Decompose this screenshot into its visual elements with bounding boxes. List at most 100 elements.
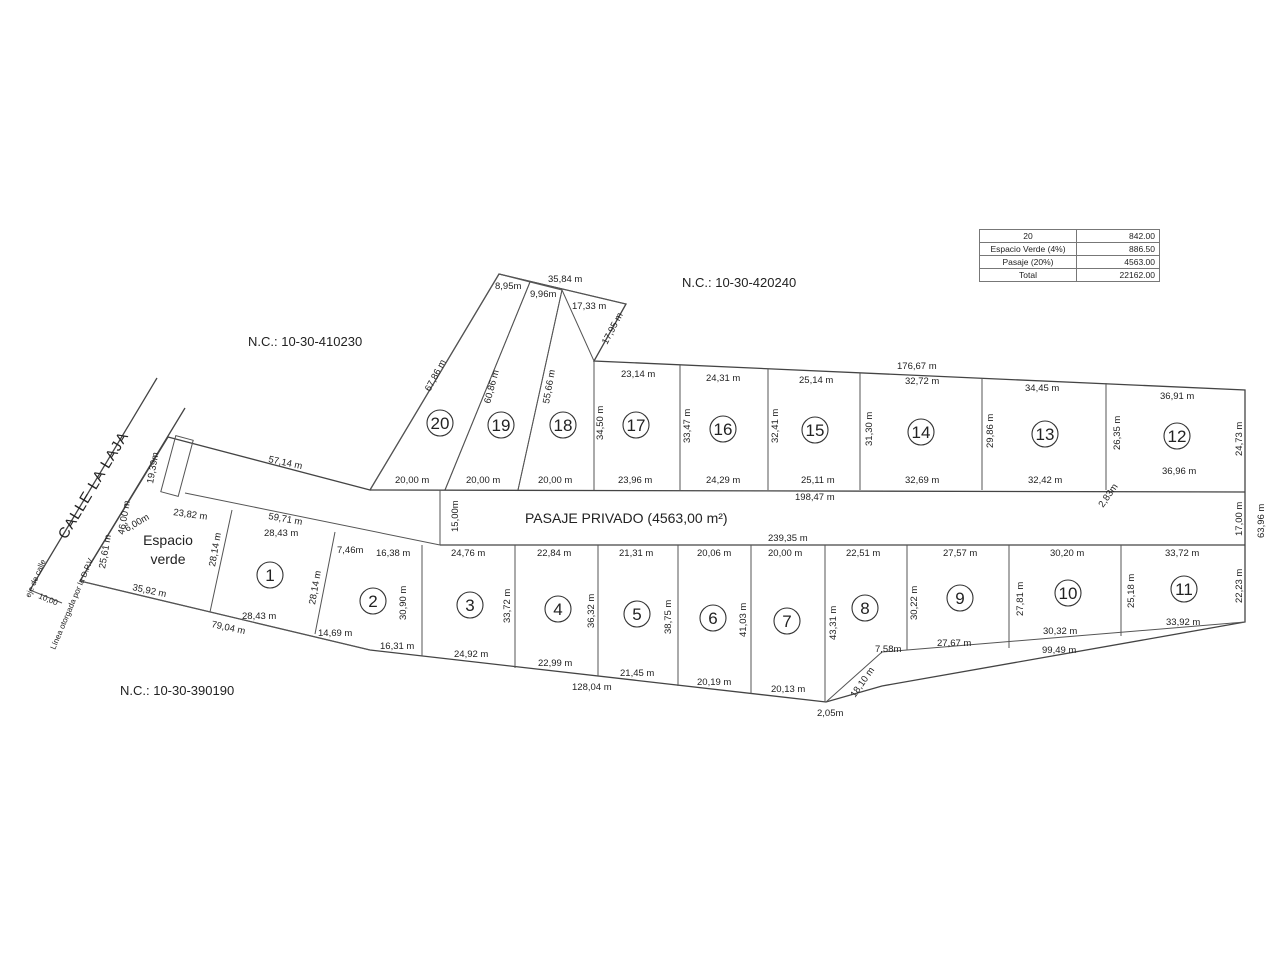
dim-label: 27,81 m	[1015, 582, 1026, 616]
lot-14-number: 14	[912, 423, 931, 442]
green-space-label-1: Espacio	[143, 532, 193, 548]
dim-label: 29,86 m	[985, 414, 996, 448]
neighbor-nw-label: N.C.: 10-30-410230	[248, 334, 362, 349]
parcel-boundary	[78, 273, 1246, 703]
lot-17-number: 17	[627, 416, 646, 435]
dim-label: 17,33 m	[572, 301, 606, 312]
passage-label: PASAJE PRIVADO (4563,00 m²)	[525, 510, 728, 526]
summary-label: 20	[979, 229, 1077, 243]
dim-label: 33,72 m	[502, 589, 513, 623]
dim-label: 27,67 m	[937, 638, 971, 649]
dim-label: 34,45 m	[1025, 383, 1059, 394]
dim-label: 60,86 m	[482, 369, 502, 405]
summary-label: Total	[979, 268, 1077, 282]
dim-label: 17,00 m	[1234, 502, 1245, 536]
lot-19-number: 19	[492, 416, 511, 435]
lot-2-number: 2	[368, 592, 377, 611]
summary-row: Total 22162.00	[979, 268, 1160, 282]
dim-label: 32,41 m	[770, 409, 781, 443]
lot-8-number: 8	[860, 599, 869, 618]
dim-label: 20,19 m	[697, 677, 731, 688]
dim-label: 20,00 m	[768, 548, 802, 559]
dim-label: 20,00 m	[395, 475, 429, 486]
dpv-strip	[160, 435, 194, 497]
dim-label: 36,91 m	[1160, 391, 1194, 402]
dim-label: 24,92 m	[454, 649, 488, 660]
passage-north-edge	[369, 489, 1246, 493]
dim-label: 2,83m	[1096, 482, 1120, 510]
lot-13-number: 13	[1036, 425, 1055, 444]
passage-width: 15,00m	[450, 500, 461, 532]
lot-10-number: 10	[1059, 584, 1078, 603]
dim-label: 30,22 m	[909, 586, 920, 620]
dim-label: 20,00 m	[538, 475, 572, 486]
dim-label: 30,32 m	[1043, 626, 1077, 637]
lot-9-number: 9	[955, 589, 964, 608]
lot-16-number: 16	[714, 420, 733, 439]
dim-label: 24,29 m	[706, 475, 740, 486]
lot-18-outline	[517, 288, 595, 491]
lot-7-number: 7	[782, 612, 791, 631]
dim-label: 24,76 m	[451, 548, 485, 559]
dim-label: 28,43 m	[264, 528, 298, 539]
dim-label: 25,11 m	[801, 475, 835, 486]
south-rear-right	[906, 621, 1246, 651]
dim-label: 33,92 m	[1166, 617, 1200, 628]
green-divider	[209, 509, 233, 613]
lot-8-boundary	[825, 651, 883, 703]
lot-11-number: 11	[1175, 580, 1193, 599]
dim-label: 28,43 m	[242, 611, 276, 622]
summary-label: Espacio Verde (4%)	[979, 242, 1077, 256]
dim-label: 9,96m	[530, 289, 556, 300]
dim-label: 21,31 m	[619, 548, 653, 559]
dim-label: 24,73 m	[1234, 422, 1245, 456]
dim-label: 30,20 m	[1050, 548, 1084, 559]
dim-label: 25,61 m	[97, 534, 114, 570]
small-boundary	[498, 273, 627, 305]
dim-label: 20,06 m	[697, 548, 731, 559]
dim-label: 38,75 m	[663, 600, 674, 634]
lot-4-number: 4	[553, 600, 562, 619]
dim-label: 27,57 m	[943, 548, 977, 559]
lot-8-9-rear	[881, 649, 908, 653]
dim-label: 25,14 m	[799, 375, 833, 386]
dim-label: 59,71 m	[267, 511, 303, 528]
summary-row: Espacio Verde (4%) 886.50	[979, 242, 1160, 256]
neighbor-ne-label: N.C.: 10-30-420240	[682, 275, 796, 290]
summary-row: 20 842.00	[979, 229, 1160, 243]
dim-label: 41,03 m	[738, 603, 749, 637]
lot-20-number: 20	[431, 414, 450, 433]
dim-label: 198,47 m	[795, 492, 835, 503]
dim-label: 22,51 m	[846, 548, 880, 559]
dim-label: 34,50 m	[595, 406, 606, 440]
dim-label: 32,69 m	[905, 475, 939, 486]
summary-row: Pasaje (20%) 4563.00	[979, 255, 1160, 269]
dim-label: 16,31 m	[380, 641, 414, 652]
dim-label: 176,67 m	[897, 361, 937, 372]
street-axis-line	[29, 377, 158, 591]
dim-label: 23,82 m	[173, 507, 209, 523]
summary-value: 886.50	[1076, 242, 1160, 256]
lot-5-number: 5	[632, 605, 641, 624]
dim-label: 20,13 m	[771, 684, 805, 695]
dim-label: 36,32 m	[586, 594, 597, 628]
dim-label: 36,96 m	[1162, 466, 1196, 477]
dim-label: 20,00 m	[466, 475, 500, 486]
dim-label: 30,90 m	[398, 586, 409, 620]
dim-label: 63,96 m	[1256, 504, 1267, 538]
dim-label: 31,30 m	[864, 412, 875, 446]
dim-label: 22,99 m	[538, 658, 572, 669]
dim-label: 18,10 m	[848, 665, 877, 699]
dim-label: 2,05m	[817, 708, 843, 719]
dim-label: 79,04 m	[210, 619, 246, 637]
dim-label: 7,58m	[875, 644, 901, 655]
passage-wedge-edge	[184, 492, 441, 546]
lot-6-number: 6	[708, 609, 717, 628]
dim-label: 32,42 m	[1028, 475, 1062, 486]
dim-label: 14,69 m	[318, 628, 352, 639]
green-south-edge	[79, 580, 371, 651]
area-summary-table: 20 842.00 Espacio Verde (4%) 886.50 Pasa…	[979, 229, 1160, 282]
lot-labels: 20 19 18 17 16 15 14 13 12 1 2 3 4 5 6 7…	[256, 409, 1198, 635]
dim-label: 43,31 m	[828, 606, 839, 640]
